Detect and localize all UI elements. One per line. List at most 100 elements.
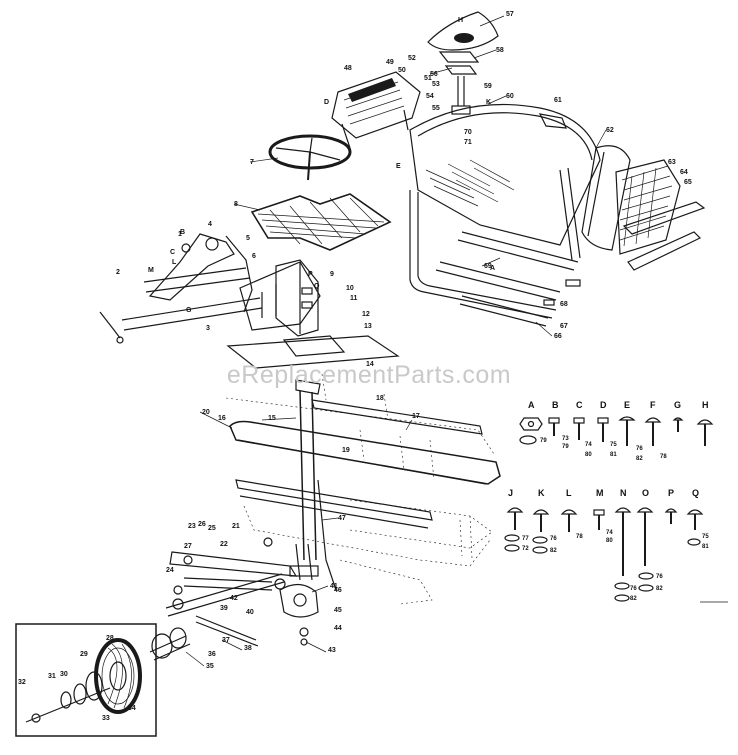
callout-label: 61 [554,97,562,104]
callout-label: 43 [328,647,336,654]
letter-marker: B [180,229,185,236]
hardware-letter-p: P [668,488,674,498]
hardware-num: 79 [562,444,569,450]
callout-label: 14 [366,361,374,368]
grille [581,145,706,271]
hardware-letter-f: F [650,400,656,410]
hardware-letter-n: N [620,488,627,498]
callout-label: 38 [244,645,252,652]
callout-label: 26 [198,521,206,528]
fender-hood [409,103,601,319]
callout-label: 70 [464,129,472,136]
callout-label: 63 [668,159,676,166]
callout-label: 34 [128,705,136,712]
callout-label: 50 [398,67,406,74]
callout-label: 3 [206,325,210,332]
callout-label: 30 [60,671,68,678]
hardware-num: 73 [562,436,569,442]
hardware-num: 77 [522,536,529,542]
frame-ghost-outline [225,373,495,605]
callout-label: 17 [412,413,420,420]
callout-label: 60 [506,93,514,100]
letter-marker: G [186,307,192,314]
leader-lines [185,15,607,667]
steering-wheel [268,134,352,181]
callout-label: 58 [496,47,504,54]
letter-marker: A [490,265,495,272]
seat [427,11,499,115]
callout-label: 19 [342,447,350,454]
letter-marker: P [308,271,313,278]
callout-label: 52 [408,55,416,62]
hardware-letter-k: K [538,488,545,498]
callout-label: 69 [484,263,492,270]
hardware-num: 78 [660,454,667,460]
callout-label: 6 [252,253,256,260]
letter-marker: M [148,267,154,274]
callout-label: 64 [680,169,688,176]
callout-label: 15 [268,415,276,422]
hardware-num: 76 [550,536,557,542]
steering-gear [279,543,319,646]
callout-label: 54 [426,93,434,100]
hardware-num: 75 [702,534,709,540]
bolt-head-icon [548,417,560,424]
callout-labels: 57 58 56 59 60 61 62 63 64 65 48 49 50 5… [18,11,692,722]
callout-label: 11 [350,295,358,302]
hardware-num: 72 [522,546,529,552]
callout-label: 13 [364,323,372,330]
washer-icon [519,435,537,445]
callout-label: 4 [208,221,212,228]
hardware-num: 76 [630,586,637,592]
callout-label: 7 [250,159,254,166]
hardware-num: 82 [630,596,637,602]
callout-label: 22 [220,541,228,548]
callout-label: 47 [338,515,346,522]
hardware-letter-d: D [600,400,607,410]
callout-label: 46 [334,587,342,594]
callout-label: 2 [116,269,120,276]
callout-label: 10 [346,285,354,292]
letter-marker: C [170,249,175,256]
callout-label: 66 [554,333,562,340]
callout-label: 23 [188,523,196,530]
callout-label: 1 [178,231,182,238]
callout-label: 12 [362,311,370,318]
hex-nut-icon [519,417,543,431]
callout-label: 25 [208,525,216,532]
hardware-num: 82 [636,456,643,462]
callout-label: 57 [506,11,514,18]
hardware-letter-a: A [528,400,535,410]
callout-label: 53 [432,81,440,88]
frame [229,379,501,591]
callout-label: 39 [220,605,228,612]
hardware-letter-b: B [552,400,559,410]
hardware-num: 82 [550,548,557,554]
callout-label: 24 [166,567,174,574]
callout-label: 45 [334,607,342,614]
dash-pedestal [226,259,400,369]
callout-label: 42 [230,595,238,602]
hardware-letter-c: C [576,400,583,410]
hardware-num: 79 [540,438,547,444]
hardware-letter-o: O [642,488,649,498]
letter-marker: K [486,99,491,106]
hardware-row-1: A 79 B 73 79 C 74 80 D 75 81 E 76 82 F 7… [519,400,714,462]
screw-icon [672,417,684,421]
callout-label: 59 [484,83,492,90]
hardware-num: 76 [636,446,643,452]
callout-label: 40 [246,609,254,616]
hardware-letter-l: L [566,488,572,498]
hardware-letter-e: E [624,400,630,410]
callout-label: 67 [560,323,568,330]
callout-label: 21 [232,523,240,530]
callout-label: 20 [202,409,210,416]
callout-label: 31 [48,673,56,680]
callout-label: 65 [684,179,692,186]
callout-label: 41 [330,583,338,590]
hardware-num: 82 [656,586,663,592]
callout-label: 49 [386,59,394,66]
floor-mat [250,193,392,251]
hardware-letter-q: Q [692,488,699,498]
callout-label: 16 [218,415,226,422]
